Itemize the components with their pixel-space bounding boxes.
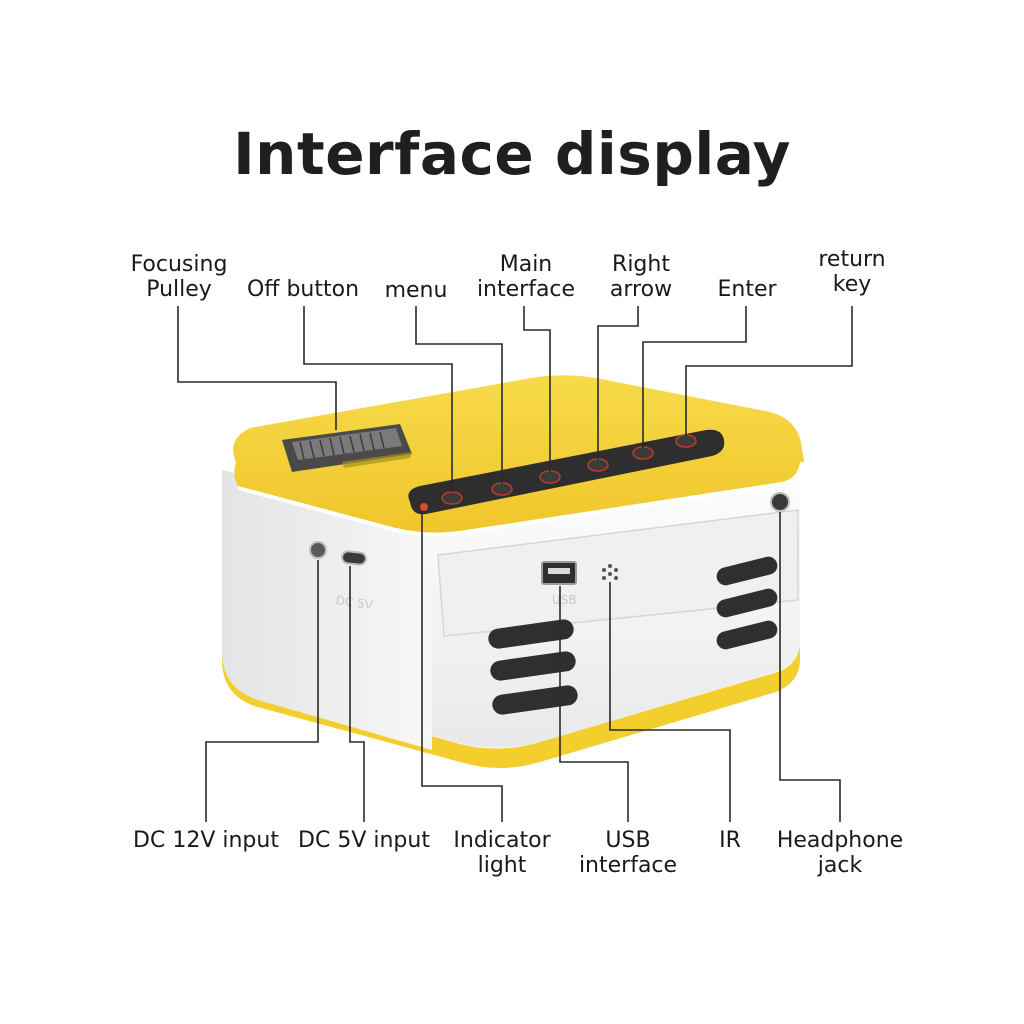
label-dc-5v-input: DC 5V input: [298, 828, 430, 853]
top-shell: [233, 375, 804, 535]
menu-button[interactable]: [491, 482, 513, 496]
dc-12v-port[interactable]: [309, 541, 327, 559]
indicator-light: [420, 503, 428, 511]
label-menu: menu: [384, 278, 448, 303]
label-return-key: return key: [818, 247, 886, 297]
right-arrow-button[interactable]: [587, 458, 609, 472]
label-enter: Enter: [717, 277, 777, 302]
base-rim: [222, 640, 800, 768]
return-key-button[interactable]: [675, 434, 697, 448]
left-side-panel: [222, 470, 432, 750]
usb-marking: USB: [552, 593, 577, 607]
front-inset-panel: [437, 509, 799, 637]
port-5v-marking: DC 5V: [335, 593, 375, 612]
vent-grille-right: [716, 556, 778, 650]
leader-lines-bottom: [205, 512, 841, 822]
label-headphone-jack: Headphone jack: [776, 828, 904, 878]
page-title: Interface display: [233, 120, 791, 188]
label-focusing-pulley: Focusing Pulley: [130, 252, 228, 302]
label-indicator-light: Indicator light: [453, 828, 551, 878]
vent-grille-left: [488, 619, 578, 715]
enter-button[interactable]: [632, 446, 654, 460]
label-main-interface: Main interface: [476, 252, 576, 302]
leader-lines-top: [177, 306, 853, 492]
focusing-pulley[interactable]: [282, 424, 412, 472]
ir-sensor: [602, 564, 618, 580]
main-interface-button[interactable]: [539, 470, 561, 484]
headphone-jack[interactable]: [770, 492, 790, 512]
label-usb-interface: USB interface: [578, 828, 678, 878]
label-right-arrow: Right arrow: [609, 252, 673, 302]
dc-5v-port[interactable]: [341, 550, 367, 566]
off-button[interactable]: [441, 491, 463, 505]
label-ir: IR: [719, 828, 741, 853]
label-dc-12v-input: DC 12V input: [133, 828, 279, 853]
label-off-button: Off button: [246, 277, 360, 302]
